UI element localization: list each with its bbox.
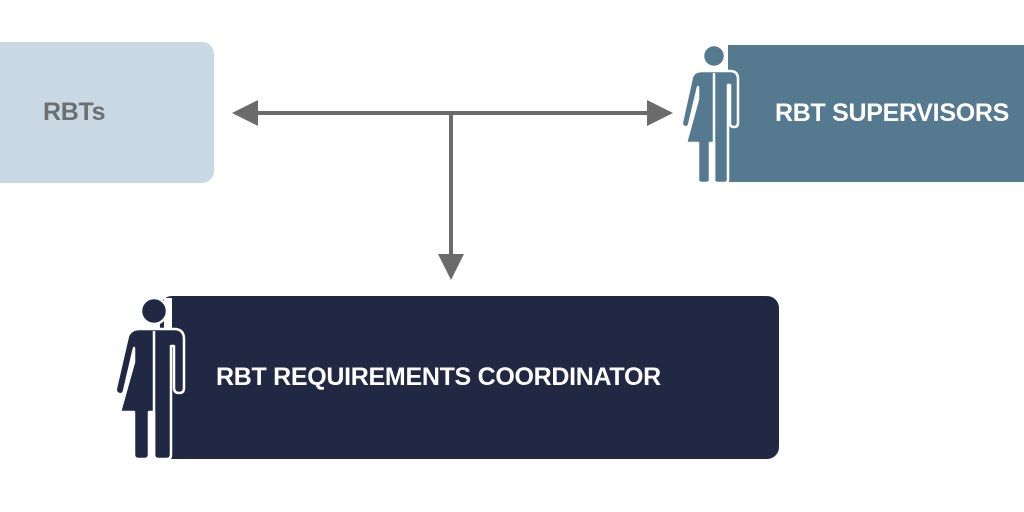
- person-icon: [680, 43, 740, 183]
- arrowhead-down: [438, 254, 464, 280]
- coordinator-node: RBT REQUIREMENTS COORDINATOR: [160, 296, 779, 459]
- arrowhead-right: [647, 100, 673, 126]
- person-icon: [114, 296, 186, 460]
- rbts-label: RBTs: [43, 98, 106, 126]
- arrowhead-left: [232, 100, 258, 126]
- rbts-node: RBTs: [0, 42, 214, 183]
- coordinator-label: RBT REQUIREMENTS COORDINATOR: [216, 363, 661, 391]
- supervisors-label: RBT SUPERVISORS: [775, 99, 1009, 127]
- supervisors-node: RBT SUPERVISORS: [722, 45, 1024, 182]
